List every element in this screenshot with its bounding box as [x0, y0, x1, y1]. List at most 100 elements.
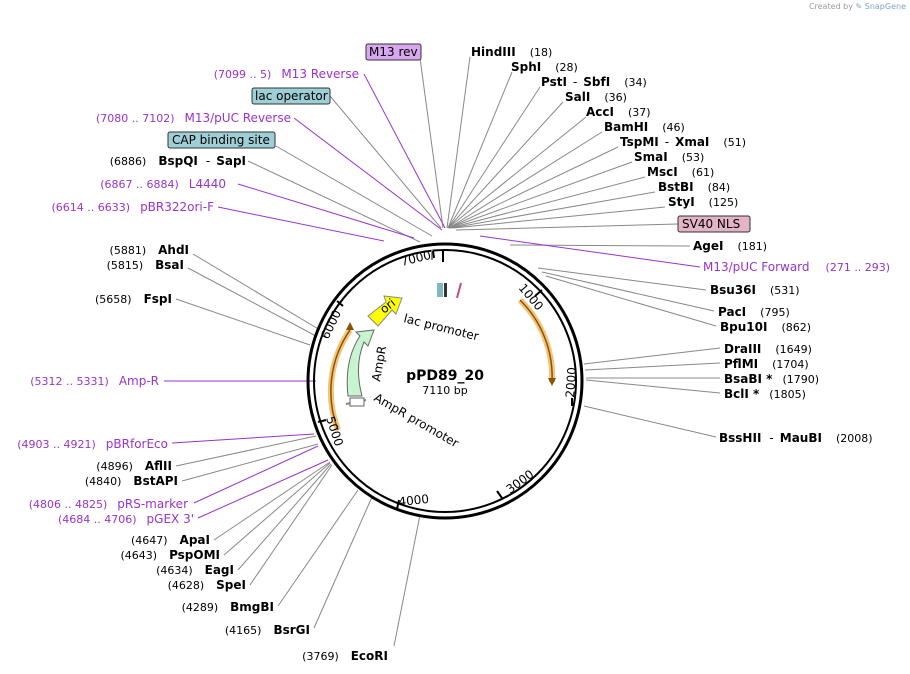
enzyme-position: (5881) — [110, 244, 147, 257]
leader-pgex3 — [197, 459, 329, 519]
enzyme-label[interactable]: SmaI(53) — [634, 150, 704, 164]
enzyme-label[interactable]: BclI *(1805) — [724, 387, 806, 401]
enzyme-name: BsaI — [155, 258, 184, 272]
ampr-promoter-label: AmpR promoter — [372, 390, 462, 450]
enzyme-name-alt: SbfI — [583, 75, 610, 89]
enzyme-name: EcoRI — [351, 649, 388, 663]
enzyme-position: (862) — [781, 321, 811, 334]
tick-mark — [317, 419, 327, 423]
enzyme-label[interactable]: (5881)AhdI — [110, 243, 189, 257]
enzyme-label[interactable]: PstI-SbfI(34) — [541, 75, 647, 89]
feature-label[interactable]: (7080 .. 7102)M13/pUC Reverse — [96, 111, 291, 125]
enzyme-label[interactable]: (5658) FspI — [95, 292, 172, 306]
feature-name: M13 Reverse — [281, 67, 359, 81]
leader-agei — [509, 244, 691, 247]
enzyme-label[interactable]: SphI(28) — [511, 60, 578, 74]
enzyme-position: (1805) — [769, 388, 806, 401]
enzyme-label[interactable]: AccI(37) — [586, 105, 651, 119]
enzyme-name: SalI — [565, 90, 590, 104]
enzyme-position: (1790) — [782, 373, 819, 386]
feature-label[interactable]: (6867 .. 6884) L4440 — [100, 177, 226, 191]
enzyme-label[interactable]: (4289)BmgBI — [182, 600, 274, 614]
enzyme-label[interactable]: BstBI(84) — [658, 180, 730, 194]
feature-label[interactable]: (4903 .. 4921)pBRforEco — [17, 437, 168, 451]
enzyme-name: BstBI — [658, 180, 694, 194]
enzyme-label[interactable]: (4840)BstAPI — [85, 474, 178, 488]
enzyme-name: EagI — [205, 563, 234, 577]
enzyme-label[interactable]: SalI(36) — [565, 90, 627, 104]
tick-label: 6000 — [318, 308, 344, 342]
enzyme-label[interactable]: (4165)BsrGI — [225, 623, 310, 637]
feature-name: M13/pUC Reverse — [185, 111, 292, 125]
enzyme-label[interactable]: PflMI(1704) — [724, 357, 809, 371]
tick-label: 3000 — [504, 467, 537, 496]
enzyme-label[interactable]: (4896)AflII — [96, 459, 172, 473]
feature-label[interactable]: (6614 .. 6633)pBR322ori-F — [52, 200, 215, 214]
feature-range: (5312 .. 5331) — [30, 375, 109, 388]
plasmid-length: 7110 bp — [422, 384, 467, 397]
enzyme-position: (4289) — [182, 601, 219, 614]
enzyme-label[interactable]: Bsu36I(531) — [710, 283, 800, 297]
enzyme-position: (4634) — [156, 564, 193, 577]
backbone-inner — [313, 249, 577, 513]
enzyme-label[interactable]: (4647)ApaI — [131, 533, 210, 547]
feature-name: pGEX 3' — [147, 512, 194, 526]
enzyme-label[interactable]: (4634) EagI — [156, 563, 234, 577]
tick-mark — [432, 250, 435, 259]
enzyme-position: (1649) — [775, 343, 812, 356]
tick-label: 4000 — [398, 492, 430, 509]
lac-operator-box[interactable] — [251, 87, 331, 105]
sv40-nls-box[interactable] — [677, 215, 751, 233]
sv40-nls-label: SV40 NLS — [682, 217, 740, 231]
orf-arc-right-core — [519, 299, 553, 383]
enzyme-label[interactable]: PacI(795) — [718, 305, 790, 319]
feature-name: L4440 — [189, 177, 226, 191]
leader-tspmi — [448, 146, 619, 229]
feature-label[interactable]: M13/pUC Forward(271 .. 293) — [703, 260, 890, 274]
enzyme-separator: - — [769, 431, 773, 445]
enzyme-label[interactable]: Bpu10I(862) — [720, 320, 811, 334]
orf-arrow-right-icon — [548, 378, 556, 386]
feature-label[interactable]: (4806 .. 4825)pRS-marker — [29, 497, 188, 511]
snapgene-logo-icon: ✎ — [855, 2, 863, 11]
tick-label: 5000 — [323, 415, 346, 448]
enzyme-label[interactable]: AgeI(181) — [693, 239, 767, 253]
enzyme-name: AccI — [586, 105, 614, 119]
enzyme-label[interactable]: (5815) BsaI — [107, 258, 184, 272]
enzyme-label[interactable]: HindIII (18) — [471, 45, 552, 59]
enzyme-position: (125) — [709, 196, 739, 209]
enzyme-name: FspI — [144, 292, 172, 306]
enzyme-position: (28) — [555, 61, 578, 74]
enzyme-position: (5658) — [95, 293, 132, 306]
enzyme-label[interactable]: BssHII-MauBI(2008) — [719, 431, 873, 445]
enzyme-label[interactable]: (3769)EcoRI — [302, 649, 388, 663]
tick-mark — [534, 289, 543, 297]
feature-range: (271 .. 293) — [826, 261, 891, 274]
enzyme-label[interactable]: (4628)SpeI — [168, 578, 246, 592]
enzyme-label[interactable]: MscI(61) — [647, 165, 714, 179]
m13-rev-label: M13 rev — [369, 45, 418, 59]
enzyme-name: HindIII — [471, 45, 516, 59]
leader-bpu10i — [545, 275, 717, 327]
enzyme-position: (5815) — [107, 259, 144, 272]
enzyme-name: AgeI — [693, 239, 723, 253]
enzyme-name: BsaBI * — [724, 372, 773, 386]
leader-apai — [213, 461, 331, 541]
enzyme-label[interactable]: TspMI-XmaI(51) — [620, 135, 746, 149]
leader-bcli — [585, 379, 721, 394]
feature-range: (6867 .. 6884) — [100, 178, 179, 191]
enzyme-label[interactable]: (6886)BspQI-SapI — [110, 154, 246, 168]
enzyme-label[interactable]: BamHI(46) — [604, 120, 685, 134]
m13-rev-box[interactable] — [365, 43, 422, 61]
feature-label[interactable]: (4684 .. 4706)pGEX 3' — [58, 512, 194, 526]
enzyme-label[interactable]: StyI(125) — [668, 195, 738, 209]
leader-pbrforeco — [171, 433, 315, 444]
enzyme-label[interactable]: (4643)PspOMI — [120, 548, 220, 562]
enzyme-label[interactable]: BsaBI * (1790) — [724, 372, 819, 386]
feature-label[interactable]: (7099 .. 5)M13 Reverse — [214, 67, 359, 81]
enzyme-position: (18) — [530, 46, 553, 59]
leader-bstbi — [450, 191, 656, 229]
enzyme-label[interactable]: DraIII(1649) — [724, 342, 812, 356]
cap-binding-site-box[interactable] — [167, 131, 276, 149]
feature-label[interactable]: (5312 .. 5331)Amp-R — [30, 374, 159, 388]
